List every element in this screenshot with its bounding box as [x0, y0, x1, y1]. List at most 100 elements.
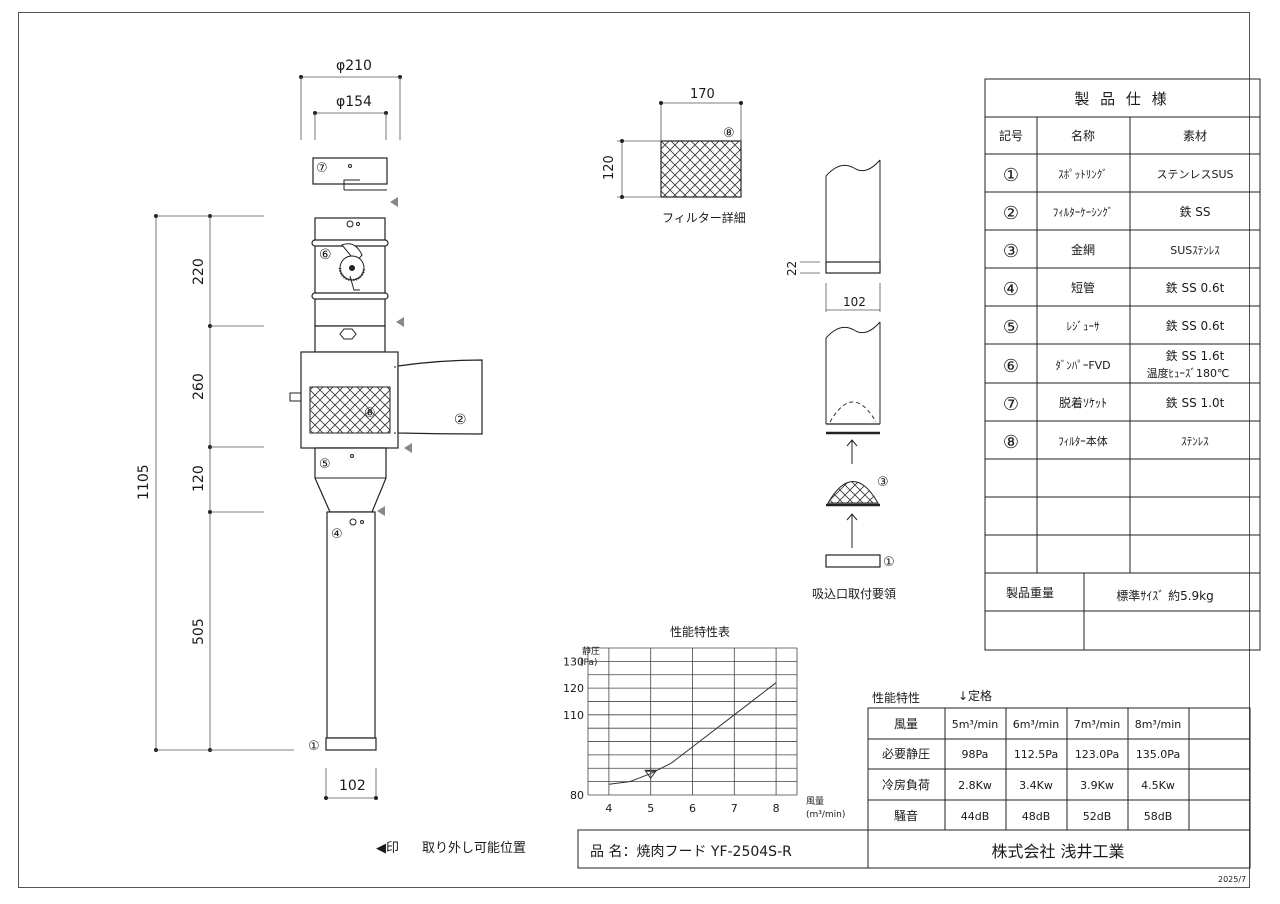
marker-8-detail: ⑧ [723, 126, 735, 141]
spec-row-material: 鉄 SS [1179, 204, 1210, 219]
perf-cell: 3.9Kw [1080, 779, 1114, 792]
chart-y-tick: 80 [570, 789, 584, 802]
chart-series-line [608, 682, 777, 785]
spec-row-name: ｽﾎﾟｯﾄﾘﾝｸﾞ [1058, 168, 1108, 181]
chart-x-tick: 7 [731, 802, 738, 815]
chart-ylabel-1: 静圧 [582, 645, 600, 657]
chart-y-tick: 130 [563, 655, 584, 668]
spec-row-num: ⑤ [1003, 317, 1019, 338]
chart-title: 性能特性表 [670, 624, 730, 639]
spec-row-name: 金網 [1071, 242, 1095, 257]
perf-row-label: 騒音 [894, 808, 918, 823]
perf-row-label: 必要静圧 [882, 747, 930, 761]
marker-4: ④ [331, 527, 343, 542]
perf-cell: 44dB [961, 810, 990, 823]
dim-seg4: 505 [191, 618, 207, 645]
spec-header-name: 名称 [1071, 128, 1095, 143]
marker-1-intake: ① [883, 555, 895, 570]
filter-height: 120 [602, 155, 617, 180]
chart-y-tick: 110 [563, 709, 584, 722]
perf-cell: 4.5Kw [1141, 779, 1175, 792]
intake-width-dim: 102 [843, 295, 866, 309]
company-name: 株式会社 浅井工業 [991, 842, 1124, 861]
spec-weight-label: 製品重量 [1006, 586, 1054, 600]
spec-row-num: ① [1003, 165, 1019, 186]
intake-detail: 22 102 ③ ① 吸込口取付要領 [785, 159, 896, 601]
perf-cell: 135.0Pa [1136, 748, 1180, 761]
dim-seg2: 260 [191, 373, 207, 400]
drawing-date: 2025/7 [1218, 875, 1246, 884]
legend-marker: ◀印 [376, 841, 399, 856]
spec-row-material: 鉄 SS 1.6t [1166, 348, 1225, 363]
dim-seg1: 220 [191, 258, 207, 285]
spec-row-material-2: 温度ﾋｭｰｽﾞ180℃ [1147, 366, 1230, 380]
perf-cell: 8m³/min [1135, 718, 1182, 731]
dim-top-inner: φ154 [336, 94, 372, 110]
spec-row-num: ④ [1003, 279, 1019, 300]
spec-table: 製 品 仕 様 記号 名称 素材 ① ｽﾎﾟｯﾄﾘﾝｸﾞ ステンレスSUS ② … [984, 78, 1261, 651]
spec-row-name: ﾀﾞﾝﾊﾟｰFVD [1055, 359, 1110, 372]
perf-row-label: 冷房負荷 [882, 777, 930, 792]
perf-cell: 3.4Kw [1019, 779, 1053, 792]
dim-top-outer: φ210 [336, 58, 372, 74]
spec-row-num: ⑥ [1003, 356, 1019, 377]
marker-6: ⑥ [319, 247, 332, 263]
chart-ylabel-2: (Pa) [580, 658, 598, 668]
marker-3: ③ [877, 475, 889, 490]
perf-cell: 5m³/min [952, 718, 999, 731]
spec-row-name: ﾌｨﾙﾀｰ本体 [1058, 434, 1108, 448]
intake-caption: 吸込口取付要領 [812, 586, 896, 601]
filter-width: 170 [690, 87, 715, 102]
intake-small-dim: 22 [785, 261, 799, 276]
perf-row-label: 風量 [894, 717, 918, 731]
spec-header-num: 記号 [999, 128, 1023, 143]
legend-text: 取り外し可能位置 [422, 841, 526, 856]
perf-table: 性能特性 ↓定格 風量 5m³/min 6m³/min 7m³/min 8m³/min 必… [867, 688, 1251, 831]
product-name: 品 名：焼肉フード YF-2504S-R [590, 844, 792, 860]
spec-row-name: 短管 [1071, 280, 1095, 295]
spec-row-material: 鉄 SS 0.6t [1166, 280, 1225, 295]
filter-detail: 170 ⑧ 120 フィルター詳細 [602, 87, 746, 225]
chart-xlabel-2: (m³/min) [806, 810, 845, 820]
main-elevation: φ210 φ154 ⑦ ⑥ ⑧ ② [136, 58, 526, 856]
chart-xlabel-1: 風量 [806, 796, 824, 807]
chart-x-tick: 8 [773, 802, 780, 815]
filter-mesh [309, 386, 391, 434]
rated-point-marker [644, 769, 657, 780]
marker-1: ① [308, 739, 320, 754]
filter-caption: フィルター詳細 [662, 210, 746, 225]
spec-row-material: 鉄 SS 0.6t [1166, 318, 1225, 333]
spec-header-material: 素材 [1183, 129, 1207, 143]
chart-x-tick: 5 [647, 802, 654, 815]
perf-cell: 52dB [1083, 810, 1112, 823]
spec-row-name: 脱着ｿｹｯﾄ [1059, 395, 1107, 410]
drawing-frame [18, 12, 1250, 888]
removable-arrow [390, 197, 398, 207]
spec-row-num: ③ [1003, 241, 1019, 262]
marker-2: ② [454, 412, 467, 428]
spec-row-name: ﾌｨﾙﾀｰｹｰｼﾝｸﾞ [1053, 206, 1114, 219]
spec-title: 製 品 仕 様 [1074, 90, 1169, 108]
dim-total: 1105 [136, 464, 152, 500]
marker-7: ⑦ [316, 161, 328, 176]
spec-weight-value: 標準ｻｲｽﾞ 約5.9kg [1116, 588, 1213, 603]
marker-5: ⑤ [319, 457, 331, 472]
title-block: 品 名：焼肉フード YF-2504S-R 株式会社 浅井工業 2025/7 [577, 829, 1251, 884]
spec-row-num: ② [1003, 203, 1019, 224]
perf-cell: 123.0Pa [1075, 748, 1119, 761]
perf-rated-note: ↓定格 [958, 688, 992, 703]
chart-x-tick: 4 [605, 802, 612, 815]
perf-cell: 6m³/min [1013, 718, 1060, 731]
perf-cell: 58dB [1144, 810, 1173, 823]
spec-row-material: ステンレスSUS [1156, 168, 1233, 181]
chart-x-tick: 6 [689, 802, 696, 815]
perf-cell: 7m³/min [1074, 718, 1121, 731]
spec-row-num: ⑧ [1003, 432, 1019, 453]
perf-title: 性能特性 [872, 690, 920, 705]
spec-row-num: ⑦ [1003, 394, 1019, 415]
dim-seg3: 120 [191, 465, 207, 492]
perf-cell: 2.8Kw [958, 779, 992, 792]
